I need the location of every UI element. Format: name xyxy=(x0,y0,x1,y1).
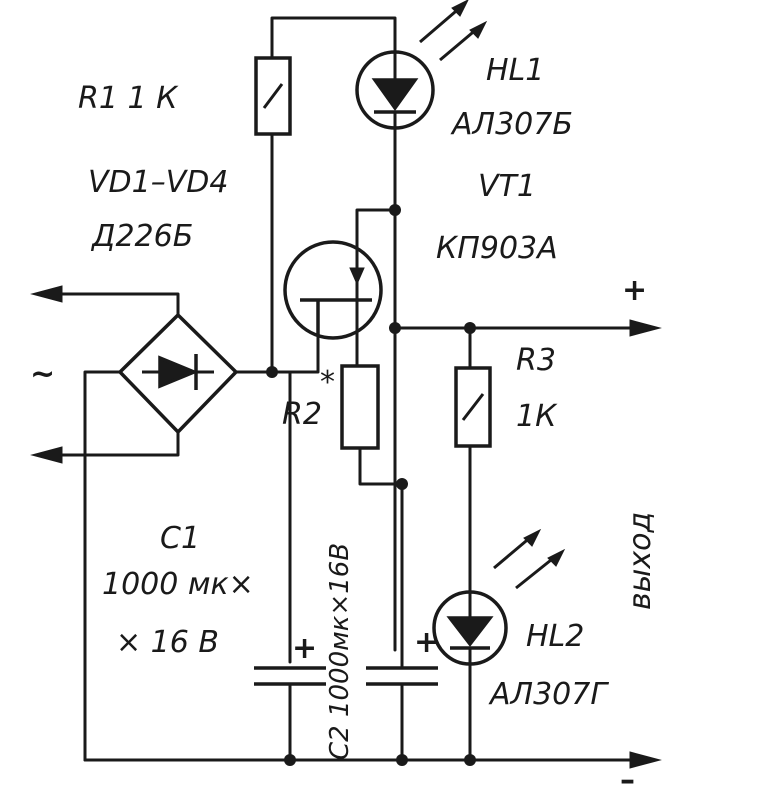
label-c1-value-line1: 1000 мк× xyxy=(102,567,254,602)
label-c2-value: C2 1000мк×16В xyxy=(325,543,355,760)
led-hl2 xyxy=(432,528,566,666)
label-vd-type: Д226Б xyxy=(90,219,193,254)
label-output: выход xyxy=(623,512,658,610)
wire-drain xyxy=(355,208,397,264)
label-hl2-type: АЛ307Г xyxy=(488,677,609,712)
capacitor-c2 xyxy=(366,482,438,686)
label-vd-name: VD1–VD4 xyxy=(88,165,228,200)
junctions xyxy=(266,204,476,766)
wire-ac-bottom xyxy=(58,430,180,457)
led-hl1 xyxy=(355,0,488,130)
label-r2-star: * xyxy=(320,365,335,400)
label-hl1-type: АЛ307Б xyxy=(450,107,573,142)
output-minus-arrow xyxy=(629,751,662,769)
ac-arrow-top xyxy=(30,285,63,303)
label-c1-name: C1 xyxy=(160,521,200,556)
wire-gate xyxy=(270,298,320,374)
wire-r2-bottom xyxy=(358,446,404,486)
diode-bridge-vd1-vd4 xyxy=(117,312,239,435)
label-r1: R1 1 К xyxy=(78,81,179,116)
label-hl1-name: HL1 xyxy=(486,53,544,88)
resistor-r1 xyxy=(254,56,292,136)
wire-rect-minus xyxy=(83,370,122,762)
resistor-r2 xyxy=(340,364,380,450)
label-vt1-name: VT1 xyxy=(478,169,536,204)
label-vt1-type: КП903А xyxy=(436,231,558,266)
wire-top xyxy=(270,16,397,60)
wires xyxy=(58,16,632,762)
label-plus-output: + xyxy=(622,273,647,308)
label-c1-value-line2: × 16 В xyxy=(116,625,219,660)
label-c2-plus: + xyxy=(414,625,439,660)
resistor-r3 xyxy=(454,366,492,448)
output-plus-arrow xyxy=(629,319,662,337)
label-hl2-name: HL2 xyxy=(526,619,584,654)
ac-arrow-bottom xyxy=(30,446,63,464)
wire-ac-top xyxy=(58,292,180,317)
label-r3-value: 1К xyxy=(516,399,558,434)
capacitor-c1 xyxy=(254,666,326,686)
label-r3-name: R3 xyxy=(516,343,556,378)
ac-symbol: ~ xyxy=(30,357,55,392)
label-r2-name: R2 xyxy=(282,397,322,432)
label-minus-output: – xyxy=(620,763,635,790)
transistor-vt1 xyxy=(283,240,383,340)
label-c1-plus: + xyxy=(292,631,317,666)
